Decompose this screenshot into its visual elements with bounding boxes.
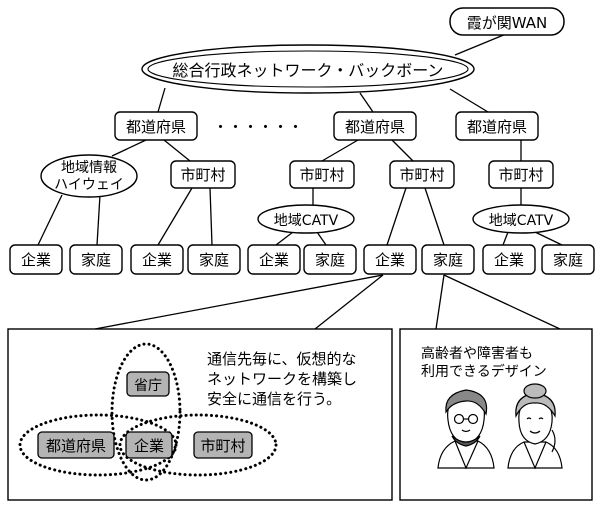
- endpoint-company-5-label: 企業: [494, 251, 524, 269]
- municipality-b: 市町村: [289, 160, 355, 189]
- endpoint-home-4-label: 家庭: [433, 251, 463, 269]
- connector-lines: [37, 33, 563, 330]
- vpn-text-line3: 安全に通信を行う。: [207, 390, 341, 408]
- ellipsis-dots: ・・・・・・: [213, 118, 303, 136]
- vpn-municipality: 市町村: [193, 431, 253, 459]
- endpoint-home-5-label: 家庭: [553, 251, 583, 269]
- info-highway-line1: 地域情報: [61, 160, 117, 176]
- prefecture-right: 都道府県: [455, 111, 539, 141]
- wan-node: 霞が関WAN: [449, 7, 565, 36]
- vpn-panel: 省庁 都道府県 企業 市町村 通信先毎に、仮想的な ネットワークを構築し 安全に…: [7, 328, 393, 501]
- vpn-prefecture: 都道府県: [37, 431, 115, 459]
- endpoint-company-1-label: 企業: [21, 251, 51, 269]
- wan-label: 霞が関WAN: [467, 14, 548, 32]
- prefecture-middle: 都道府県: [333, 111, 417, 141]
- endpoint-home-4: 家庭: [421, 244, 475, 275]
- endpoint-home-3-label: 家庭: [315, 251, 345, 269]
- municipality-b-label: 市町村: [299, 166, 344, 184]
- catv-right-label: 地域CATV: [489, 213, 554, 229]
- backbone-node: 総合行政ネットワーク・バックボーン: [141, 44, 475, 94]
- endpoint-company-3-label: 企業: [259, 251, 289, 269]
- municipality-a-label: 市町村: [180, 166, 225, 184]
- prefecture-middle-label: 都道府県: [345, 118, 405, 136]
- vpn-ministry: 省庁: [126, 371, 170, 397]
- endpoint-company-3: 企業: [247, 244, 301, 275]
- endpoint-home-5: 家庭: [541, 244, 595, 275]
- vpn-prefecture-label: 都道府県: [46, 437, 106, 455]
- endpoint-company-4: 企業: [363, 244, 417, 275]
- endpoint-home-2: 家庭: [187, 244, 241, 275]
- municipality-c-label: 市町村: [399, 166, 444, 184]
- elderly-man-illustration: [437, 389, 495, 470]
- catv-left: 地域CATV: [257, 204, 355, 234]
- elderly-woman-illustration: [507, 383, 563, 470]
- universal-design-panel: 高齢者や障害者も 利用できるデザイン: [399, 328, 593, 501]
- municipality-d: 市町村: [488, 160, 554, 189]
- municipality-a: 市町村: [170, 160, 236, 189]
- vpn-text-line1: 通信先毎に、仮想的な: [207, 350, 357, 368]
- info-highway-node: 地域情報 ハイウェイ: [40, 154, 138, 198]
- endpoint-company-5: 企業: [482, 244, 536, 275]
- info-highway-line2: ハイウェイ: [54, 177, 124, 193]
- prefecture-left: 都道府県: [114, 111, 198, 141]
- backbone-label: 総合行政ネットワーク・バックボーン: [173, 61, 444, 80]
- vpn-dotted-groups: [18, 342, 278, 482]
- universal-text-line1: 高齢者や障害者も: [421, 345, 533, 362]
- catv-right: 地域CATV: [472, 204, 570, 234]
- vpn-ministry-label: 省庁: [134, 378, 162, 394]
- endpoint-home-1-label: 家庭: [81, 251, 111, 269]
- endpoint-home-3: 家庭: [303, 244, 357, 275]
- vpn-text-line2: ネットワークを構築し: [207, 370, 357, 388]
- endpoint-company-1: 企業: [9, 244, 63, 275]
- prefecture-left-label: 都道府県: [126, 118, 186, 136]
- universal-text-line2: 利用できるデザイン: [421, 363, 547, 380]
- endpoint-company-2-label: 企業: [142, 251, 172, 269]
- endpoint-company-4-label: 企業: [375, 251, 405, 269]
- vpn-municipality-label: 市町村: [200, 437, 245, 455]
- endpoint-company-2: 企業: [130, 244, 184, 275]
- endpoint-home-1: 家庭: [69, 244, 123, 275]
- catv-left-label: 地域CATV: [274, 213, 339, 229]
- vpn-company-label: 企業: [134, 437, 164, 455]
- endpoint-home-2-label: 家庭: [199, 251, 229, 269]
- vpn-company: 企業: [125, 431, 173, 459]
- municipality-c: 市町村: [389, 160, 455, 189]
- endpoint-row: 企業 家庭 企業 家庭 企業 家庭 企業 家庭: [9, 244, 595, 275]
- prefecture-right-label: 都道府県: [467, 118, 527, 136]
- municipality-d-label: 市町村: [498, 166, 543, 184]
